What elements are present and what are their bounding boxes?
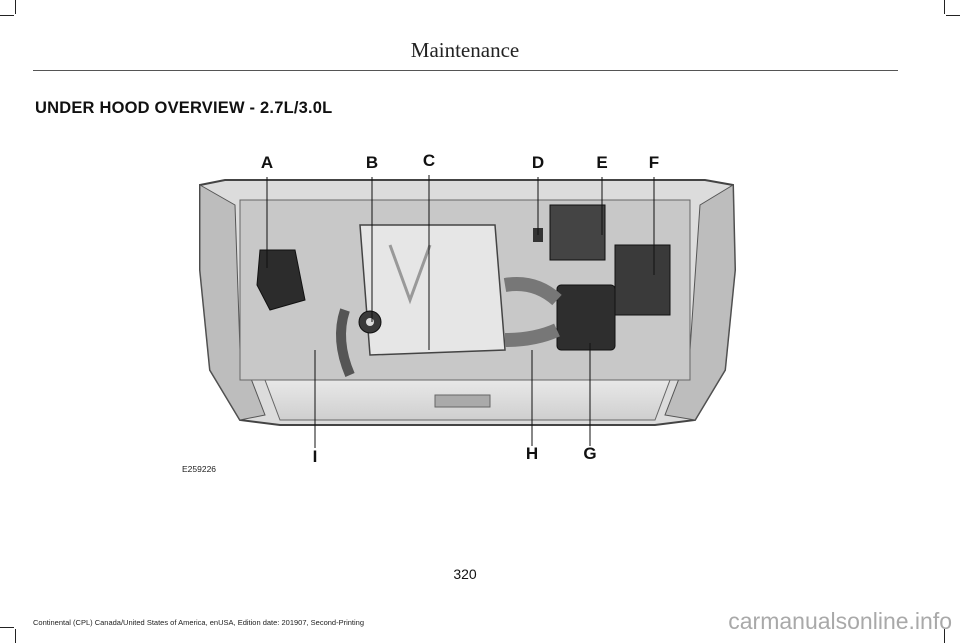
header-rule xyxy=(33,70,898,71)
callout-c: C xyxy=(419,151,439,171)
callout-h: H xyxy=(522,444,542,464)
crop-mark-top-left-v xyxy=(15,0,16,14)
callout-a: A xyxy=(257,153,277,173)
section-heading: UNDER HOOD OVERVIEW - 2.7L/3.0L xyxy=(35,99,332,118)
watermark[interactable]: carmanualsonline.info xyxy=(728,608,952,635)
callout-i: I xyxy=(305,447,325,467)
callout-b: B xyxy=(362,153,382,173)
engine-bay-illustration: A B C D E F I H G xyxy=(195,150,740,480)
figure-code: E259226 xyxy=(182,464,216,474)
footer-text: Continental (CPL) Canada/United States o… xyxy=(33,618,364,627)
crop-mark-bottom-left-h xyxy=(0,627,14,628)
crop-mark-bottom-left-v xyxy=(15,629,16,643)
callout-d: D xyxy=(528,153,548,173)
callout-e: E xyxy=(592,153,612,173)
callout-f: F xyxy=(644,153,664,173)
callout-g: G xyxy=(580,444,600,464)
crop-mark-top-right-h xyxy=(946,15,960,16)
page-number: 320 xyxy=(0,566,930,582)
page-header-title: Maintenance xyxy=(0,38,930,63)
crop-mark-top-left-h xyxy=(0,15,14,16)
engine-bay-drawing xyxy=(195,150,740,480)
crop-mark-top-right-v xyxy=(944,0,945,14)
